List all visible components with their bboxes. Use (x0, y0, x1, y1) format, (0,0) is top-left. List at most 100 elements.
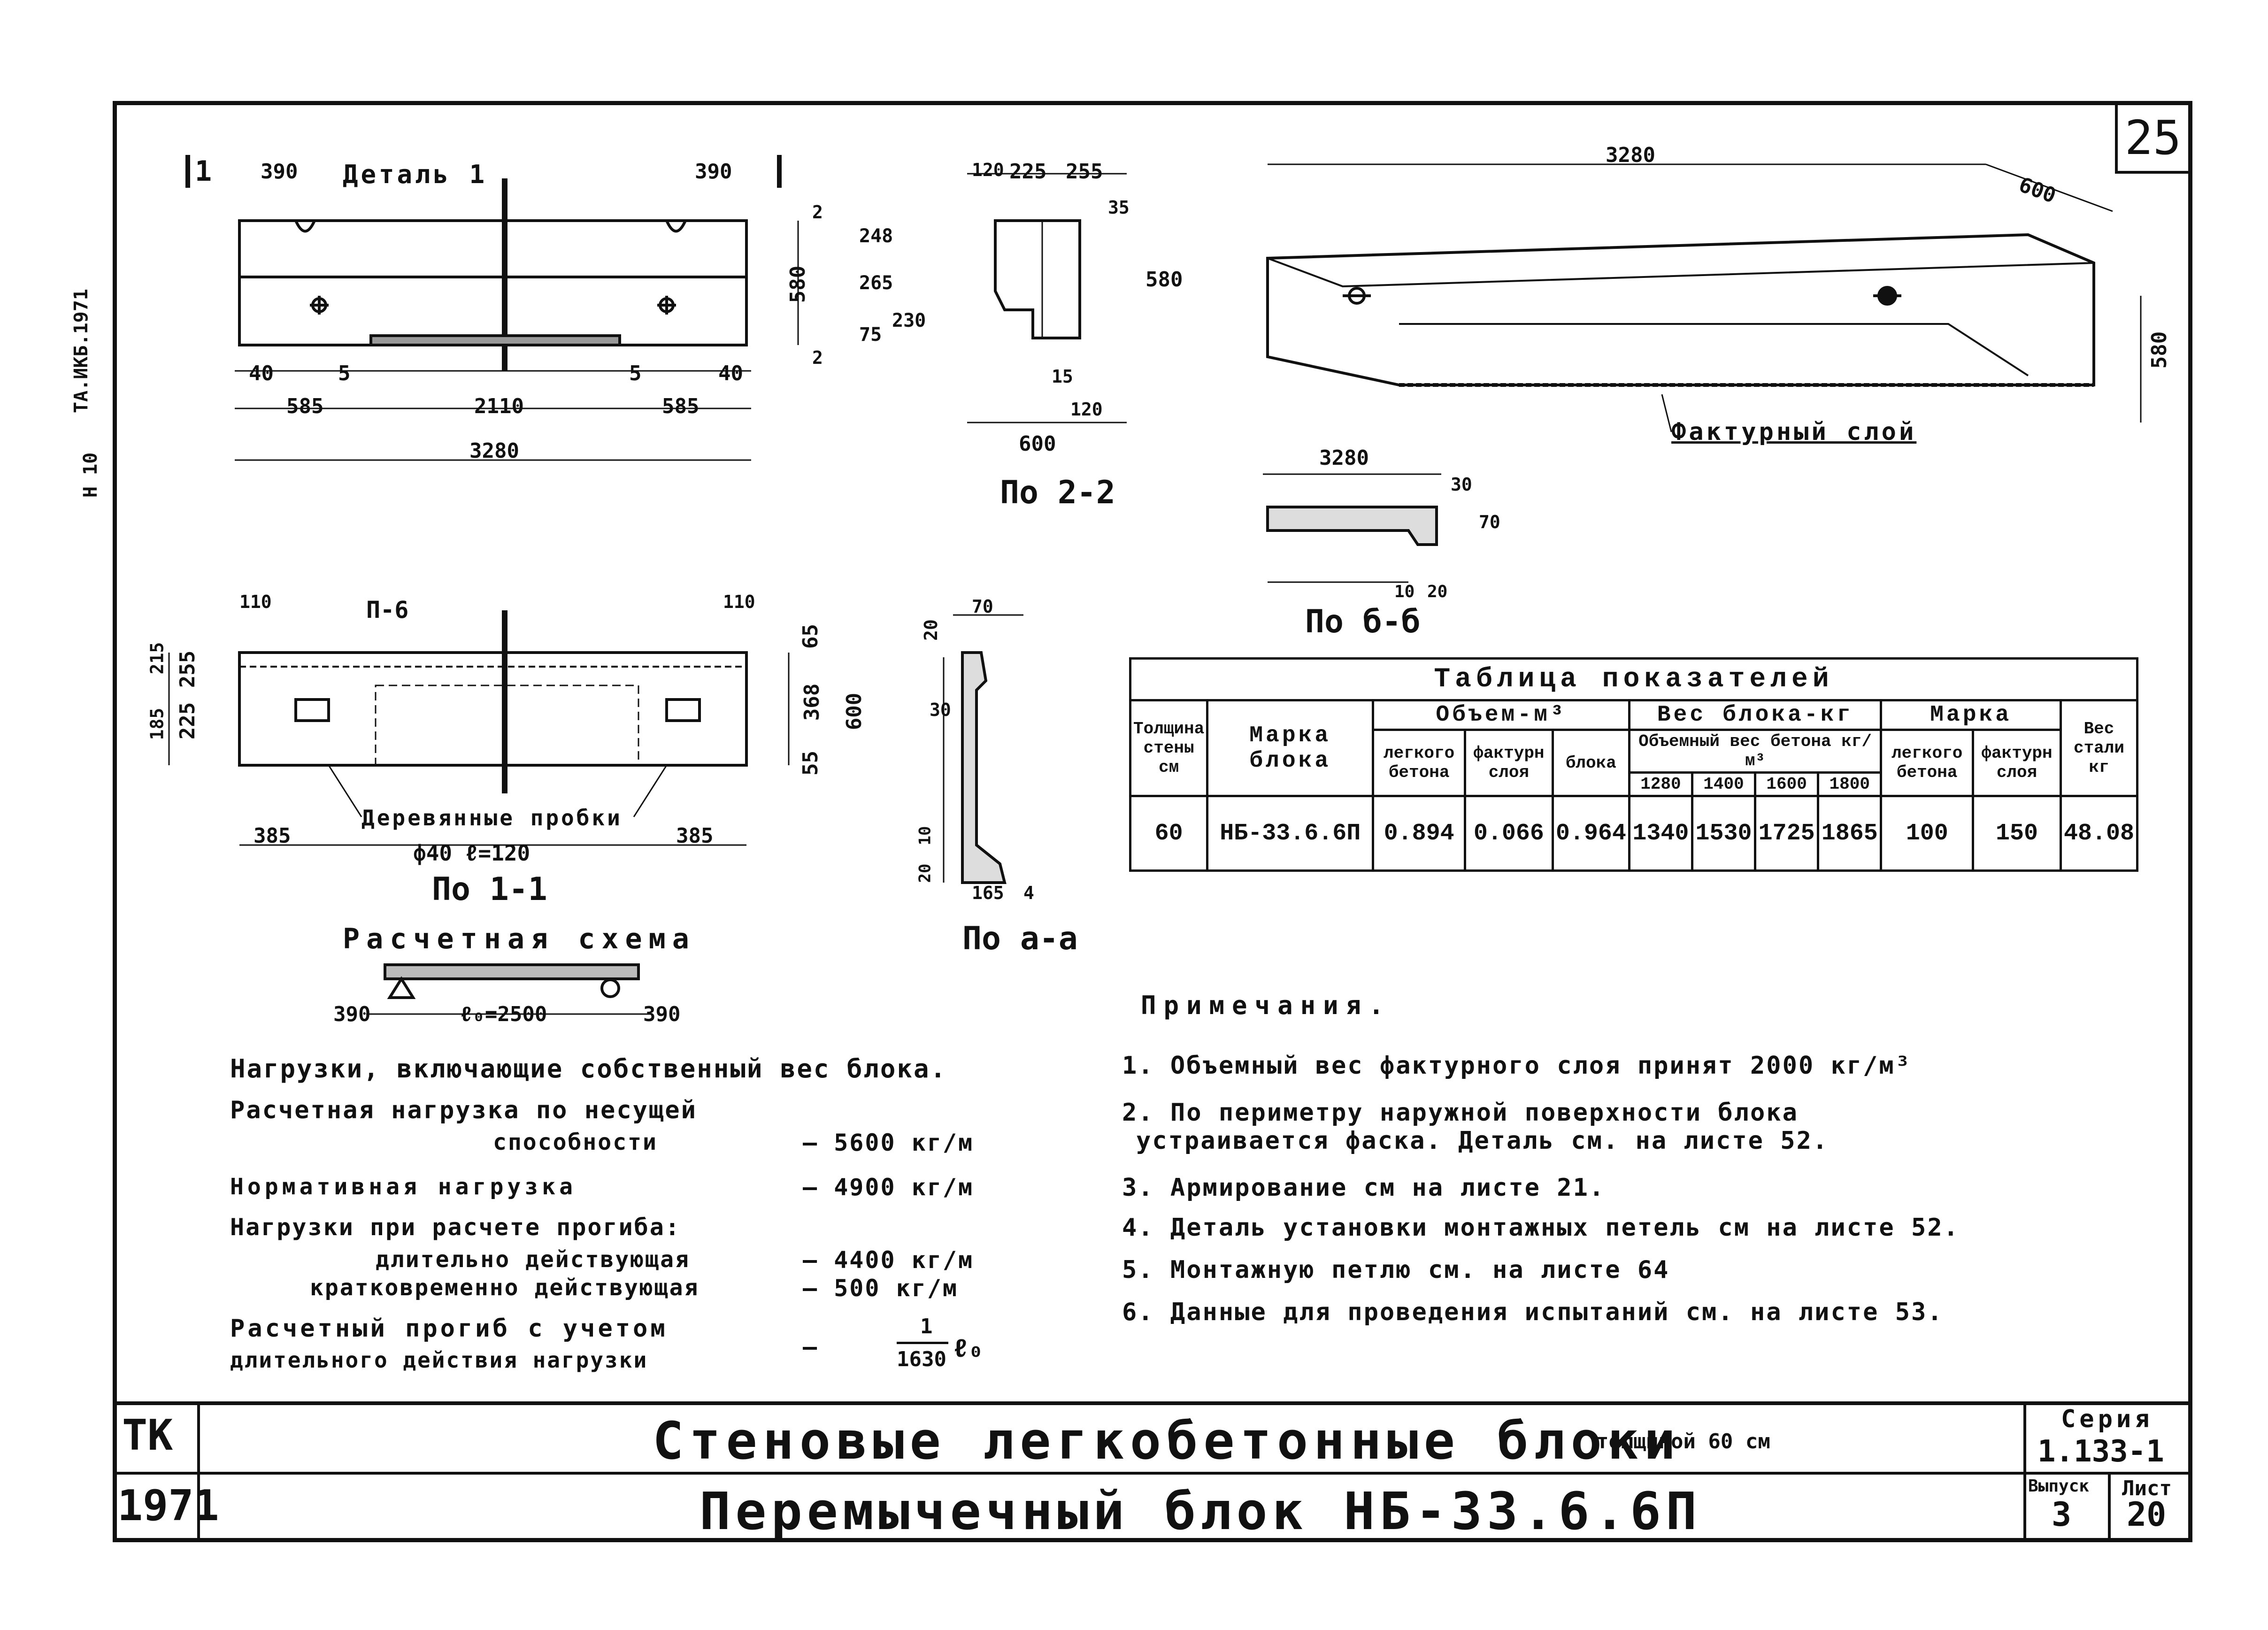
drawing-frame: 25 (113, 101, 2192, 1542)
scheme-beam (384, 963, 640, 980)
saa-dim-165: 165 (972, 883, 1004, 903)
s22-dim-75: 75 (859, 324, 882, 346)
deflection-numerator: 1 (920, 1315, 933, 1338)
sbb-dim-3280: 3280 (1319, 446, 1369, 470)
wooden-plugs-size: ф40 ℓ=120 (413, 840, 530, 866)
deflection-denominator: 1630 (897, 1347, 946, 1371)
issue-value: 3 (2052, 1495, 2072, 1534)
dim-40-left: 40 (249, 361, 274, 385)
s22-dim-265: 265 (859, 272, 893, 294)
elevation-outline (238, 219, 748, 346)
section-mark: 1 (195, 155, 212, 188)
plan-1-1-outline (238, 651, 748, 767)
note-6: 6. Данные для проведения испытаний см. н… (1122, 1298, 1944, 1326)
p11-dim-110-right: 110 (723, 592, 755, 612)
th-weight: Вес блока-кг (1628, 699, 1883, 731)
dim-5-left: 5 (338, 361, 351, 385)
cell-g-fact: 150 (1972, 795, 2062, 872)
p11-dim-600: 600 (842, 692, 867, 730)
p11-dim-215: 215 (146, 642, 168, 675)
saa-dim-70: 70 (972, 596, 993, 617)
load-design-label: Расчетная нагрузка по несущей (230, 1096, 697, 1124)
year: 1971 (117, 1481, 219, 1530)
deflection-fraction-bar (897, 1342, 948, 1344)
cell-g-light: 100 (1880, 795, 1975, 872)
s22-dim-248: 248 (859, 225, 893, 247)
detail-1-label: Деталь 1 (343, 160, 488, 189)
indicators-table: Таблица показателей Толщина стены см Мар… (1129, 657, 2139, 872)
deflection-span-symbol: ℓ₀ (953, 1333, 984, 1363)
cell-wall: 60 (1129, 795, 1209, 872)
deflection-label: Расчетный прогиб с учетом (230, 1315, 668, 1343)
load-design-value: — 5600 кг/м (803, 1129, 974, 1156)
note-5: 5. Монтажную петлю см. на листе 64 (1122, 1256, 1670, 1284)
sheet-label: Лист (2122, 1476, 2172, 1500)
dim-585-right: 585 (662, 394, 700, 418)
deflection-dash: — (803, 1333, 819, 1361)
p11-tag: П-6 (366, 596, 409, 623)
iso-block-outline (1266, 233, 2095, 386)
saa-dim-30: 30 (930, 700, 951, 720)
dim-390-left: 390 (261, 160, 298, 184)
series-value: 1.133-1 (2037, 1434, 2164, 1469)
th-mark: Марка блока (1206, 699, 1375, 797)
scheme-span: ℓ₀=2500 (460, 1002, 547, 1026)
p11-dim-185: 185 (146, 707, 168, 740)
notes-title: Примечания. (1141, 991, 1392, 1020)
sbb-dim-20: 20 (1427, 582, 1448, 601)
sheet-value: 20 (2127, 1495, 2167, 1534)
cell-mark: НБ-33.6.6П (1206, 795, 1375, 872)
title-line-2: Перемычечный блок НБ-33.6.6П (700, 1481, 1702, 1541)
th-density-3: 1600 (1754, 771, 1820, 797)
loads-heading: Нагрузки, включающие собственный вес бло… (230, 1054, 947, 1084)
saa-dim-4: 4 (1023, 883, 1034, 903)
title-block: ТК 1971 Стеновые легкобетонные блоки тол… (113, 1401, 2192, 1542)
dim-3280: 3280 (469, 439, 519, 463)
cell-v-block: 0.964 (1551, 795, 1630, 872)
wooden-plug-right (665, 698, 701, 722)
cell-w2: 1530 (1691, 795, 1757, 872)
s22-dim-225: 225 (1009, 160, 1047, 184)
iso-dim-580: 580 (2147, 331, 2172, 369)
s22-dim-120: 120 (972, 160, 1004, 180)
s22-dim-230: 230 (892, 310, 926, 331)
section-b-b-title: По б-б (1305, 603, 1421, 640)
iso-dim-3280: 3280 (1606, 143, 1655, 167)
th-grade-light: легкого бетона (1880, 729, 1975, 797)
dim-2-top: 2 (812, 202, 823, 223)
texture-layer-label: Фактурный слой (1671, 418, 1917, 446)
series-label: Серия (2061, 1405, 2153, 1433)
sbb-dim-30: 30 (1451, 474, 1472, 495)
saa-dim-20: 20 (920, 619, 941, 641)
cell-v-light: 0.894 (1372, 795, 1467, 872)
dim-390-right: 390 (695, 160, 732, 184)
wooden-plugs-label: Деревянные пробки (361, 805, 623, 830)
dim-5-right: 5 (629, 361, 642, 385)
load-short-value: — 500 кг/м (803, 1275, 959, 1302)
cell-w4: 1865 (1817, 795, 1883, 872)
sbb-dim-70: 70 (1479, 512, 1500, 532)
s22-dim-255: 255 (1066, 160, 1103, 184)
scheme-title: Расчетная схема (343, 923, 696, 955)
note-1: 1. Объемный вес фактурного слоя принят 2… (1122, 1052, 1912, 1080)
note-3: 3. Армирование см на листе 21. (1122, 1174, 1606, 1202)
table-title: Таблица показателей (1129, 657, 2138, 701)
scheme-right-dim: 390 (643, 1002, 681, 1026)
section-b-b-outline (1266, 506, 1438, 546)
p11-dim-65: 65 (798, 624, 823, 649)
th-wall: Толщина стены см (1129, 699, 1209, 797)
saa-dim-10: 10 (915, 826, 935, 846)
title-line-1-suffix: толщиной 60 см (1596, 1430, 1770, 1453)
th-grade: Марка (1880, 699, 2062, 731)
load-deflection-heading: Нагрузки при расчете прогиба: (230, 1214, 681, 1241)
load-long-label: длительно действующая (376, 1246, 690, 1273)
section-a-a-title: По а-а (962, 920, 1078, 957)
th-vol-fact: фактурн слоя (1464, 729, 1554, 797)
th-density-4: 1800 (1817, 771, 1883, 797)
sbb-dim-10: 10 (1394, 582, 1415, 601)
section-2-2-title: По 2-2 (1000, 474, 1115, 511)
dim-580: 580 (786, 265, 810, 303)
p11-dim-55: 55 (798, 751, 823, 776)
texture-layer-strip (369, 334, 621, 346)
